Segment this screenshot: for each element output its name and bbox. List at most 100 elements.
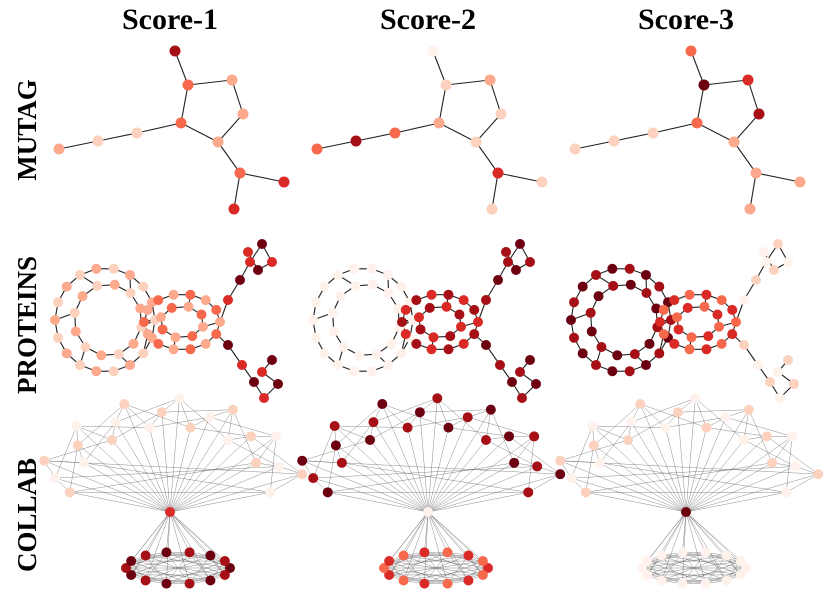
column-title-score-3: Score-3 (638, 3, 734, 36)
graph-node (365, 435, 376, 446)
graph-node (673, 324, 684, 335)
graph-node (773, 239, 783, 249)
graph-node (700, 578, 711, 589)
graph-node (64, 487, 75, 498)
graph-edge (593, 445, 687, 513)
graph-node (228, 203, 240, 215)
graph-edge (508, 436, 561, 475)
graph-edge (250, 436, 303, 475)
graph-node (319, 348, 330, 359)
graph-edge (682, 552, 741, 576)
graph-edge (685, 398, 696, 513)
graph-node (366, 366, 377, 377)
graph-node (126, 556, 137, 567)
graph-node (504, 431, 515, 442)
graph-node (253, 265, 263, 275)
graph-edge (703, 79, 749, 86)
graph-node (311, 297, 322, 308)
graph-edge (115, 398, 180, 423)
graph-edge (631, 398, 696, 423)
graph-edge (592, 425, 666, 428)
graph-edge (677, 412, 687, 513)
graph-node (511, 265, 521, 275)
graph-edge (327, 445, 337, 493)
graph-node (69, 307, 80, 318)
graph-node (742, 74, 754, 86)
graph-edge (44, 439, 113, 461)
graph-edge (427, 473, 561, 513)
graph-node (196, 309, 207, 320)
graph-edge (145, 511, 171, 581)
graph-edge (189, 555, 211, 584)
graph-node (642, 556, 653, 567)
graph-node (319, 281, 330, 292)
graph-node (669, 338, 680, 349)
graph-node (424, 302, 435, 313)
graph-node (731, 317, 741, 327)
proteins-graph-3 (566, 239, 799, 403)
graph-node (367, 279, 378, 290)
graph-node (142, 304, 153, 315)
graph-node (624, 263, 635, 274)
graph-node (185, 422, 196, 433)
graph-edge (111, 439, 171, 513)
graph-node (366, 263, 377, 274)
graph-node (50, 315, 60, 325)
graph-edge (599, 421, 632, 463)
graph-node (529, 431, 540, 442)
graph-node (477, 556, 488, 567)
graph-edge (403, 567, 489, 581)
graph-edge (302, 439, 371, 461)
graph-node (566, 473, 577, 484)
graph-node (654, 348, 665, 359)
graph-node (223, 340, 233, 350)
graph-edge (652, 122, 698, 134)
graph-node (108, 366, 119, 377)
graph-node (690, 393, 701, 404)
graph-edge (585, 492, 687, 513)
graph-node (249, 377, 259, 387)
graph-node (685, 45, 697, 57)
graph-edge (233, 172, 241, 210)
mutag-graph-1 (53, 45, 290, 215)
graph-node (721, 550, 732, 561)
graph-node (78, 457, 89, 468)
graph-node (509, 457, 520, 468)
graph-node (591, 269, 601, 280)
graph-node (727, 304, 738, 315)
graph-node (92, 280, 103, 291)
graph-edge (169, 473, 303, 513)
graph-edge (640, 403, 687, 513)
graph-edge (334, 425, 371, 441)
graph-edge (227, 409, 234, 441)
graph-node (165, 507, 175, 517)
graph-node (185, 344, 196, 355)
graph-node (398, 550, 409, 561)
graph-edge (131, 560, 190, 584)
graph-node (660, 422, 671, 433)
graph-node (384, 556, 395, 567)
graph-node (787, 431, 798, 442)
graph-edge (419, 409, 491, 413)
graph-node (790, 461, 801, 472)
graph-edge (437, 398, 487, 441)
graph-node (211, 329, 222, 340)
graph-node (297, 455, 308, 466)
graph-edge (491, 172, 499, 210)
graph-node (440, 79, 452, 91)
graph-node (769, 265, 779, 275)
graph-node (138, 281, 149, 292)
graph-edge (169, 427, 191, 513)
graph-node (783, 257, 793, 267)
graph-node (789, 379, 799, 389)
graph-edge (130, 511, 171, 576)
graph-node (350, 135, 362, 147)
graph-node (443, 344, 454, 355)
graph-node (333, 269, 343, 280)
graph-node (637, 563, 647, 573)
graph-node (175, 117, 187, 129)
graph-edge (187, 79, 233, 86)
graph-edge (585, 462, 773, 493)
graph-node (39, 455, 50, 466)
graph-node (743, 404, 754, 415)
